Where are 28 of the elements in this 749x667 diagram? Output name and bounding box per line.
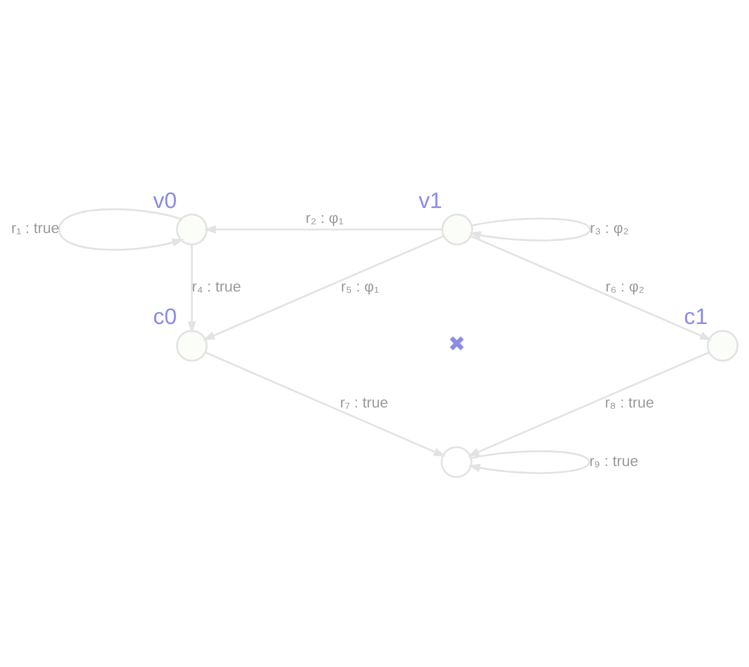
node-label: v0 xyxy=(153,188,177,213)
node-circle xyxy=(176,330,208,362)
node-label: c1 xyxy=(684,304,708,330)
arrow xyxy=(468,218,591,242)
edge-label: r₂ : φ₁ xyxy=(306,210,344,227)
node-circle xyxy=(441,214,474,246)
arrow xyxy=(202,235,444,340)
arrow xyxy=(58,208,184,251)
arrow xyxy=(467,352,710,457)
edge-label: r₅ : φ₁ xyxy=(340,279,380,296)
node-label: c0 xyxy=(153,304,177,330)
edge-label: r₁ : true xyxy=(11,221,60,238)
label: ✖ xyxy=(448,332,466,356)
arrow xyxy=(204,352,446,457)
edge-label: r₃ : φ₂ xyxy=(590,221,629,238)
arrow xyxy=(204,225,442,234)
arrow xyxy=(468,450,590,474)
arrow xyxy=(188,244,196,334)
edge-label: r₇ : true xyxy=(340,396,388,412)
arrow xyxy=(470,235,712,340)
edge-label: r₈ : true xyxy=(604,396,654,412)
node-circle xyxy=(706,330,739,362)
edge-label: r₉ : true xyxy=(589,454,638,470)
edge-label: r₆ : φ₂ xyxy=(606,279,644,296)
node-circle xyxy=(176,214,208,246)
node-circle xyxy=(440,446,472,478)
node-label: v1 xyxy=(418,188,442,213)
edge-label: r₄ : true xyxy=(192,279,242,296)
